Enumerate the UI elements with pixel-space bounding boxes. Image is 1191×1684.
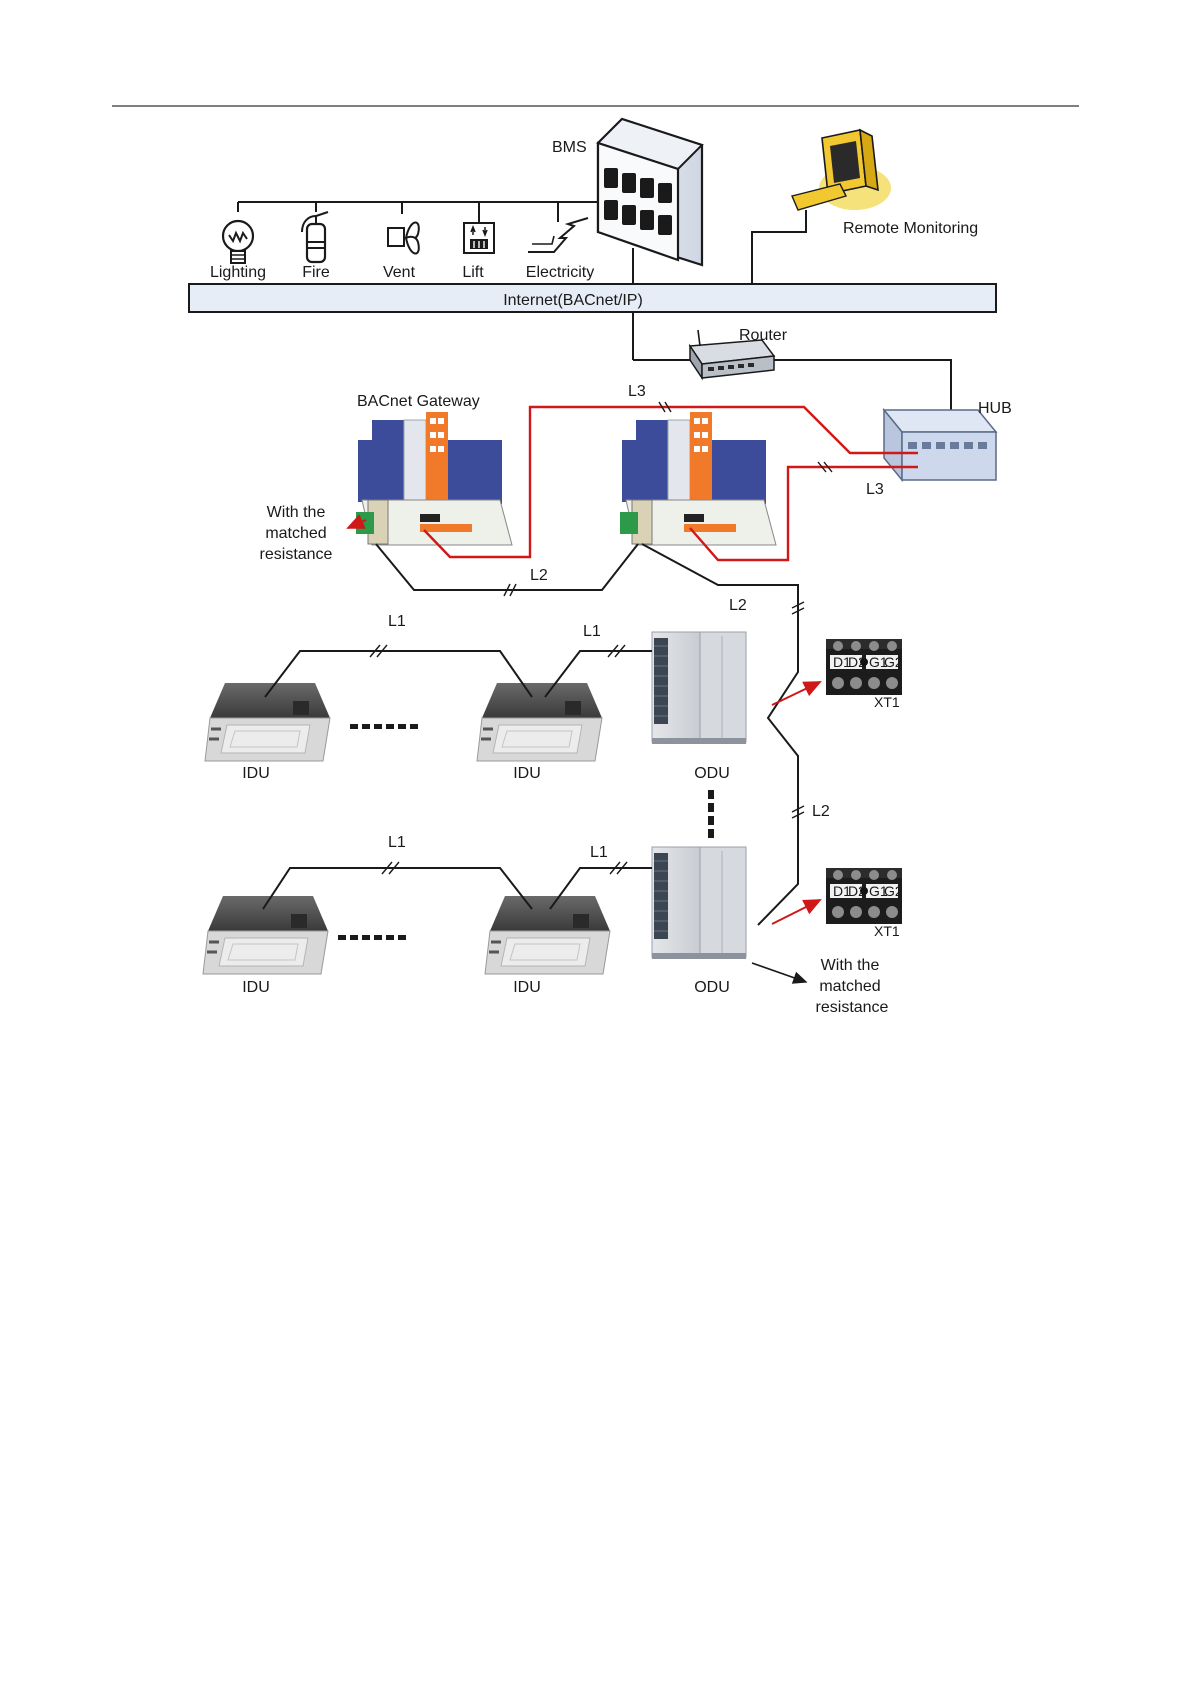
bms-label: BMS xyxy=(552,139,587,156)
odu-unit-row2 xyxy=(652,847,746,959)
idu-label-row2-left: IDU xyxy=(242,979,270,996)
odu-label-row1: ODU xyxy=(694,765,730,782)
odu-resistance-line2: matched xyxy=(819,978,880,995)
l2-label-gateways: L2 xyxy=(530,567,548,584)
xt1-label-row1: XT1 xyxy=(874,694,900,710)
subsystem-labels: Lighting Fire Vent Lift Electricity xyxy=(210,264,594,281)
remote-monitoring-link xyxy=(752,210,806,284)
router-hub-link xyxy=(633,360,951,410)
xt1-terminal-block-row1: D1 D2 G1 G2 xyxy=(826,639,903,695)
idu-unit-row2-right xyxy=(485,896,610,974)
idu-label-row2-right: IDU xyxy=(513,979,541,996)
fire-extinguisher-icon xyxy=(302,212,328,262)
odu-resistance-line3: resistance xyxy=(816,999,889,1016)
odu-resistance-line1: With the xyxy=(821,957,880,974)
xt1-terminal-block-row2: D1 D2 G1 G2 xyxy=(826,868,903,924)
l2-label-odu1: L2 xyxy=(729,597,747,614)
gateway-resistance-note: With the matched resistance xyxy=(260,504,333,563)
gateway-resistance-line1: With the xyxy=(267,504,326,521)
l3-label-top: L3 xyxy=(628,383,646,400)
subsystem-label-electricity: Electricity xyxy=(526,264,594,281)
lightbulb-icon xyxy=(223,221,253,263)
l2-bus-gateways xyxy=(376,544,638,590)
subsystem-label-vent: Vent xyxy=(383,264,416,281)
hub-label: HUB xyxy=(978,400,1012,417)
odu-unit-row1 xyxy=(652,632,746,744)
gateway-resistance-line2: matched xyxy=(265,525,326,542)
l3-label-right: L3 xyxy=(866,481,884,498)
xt1-row1-d2: D2 xyxy=(848,654,866,670)
odu-resistance-note: With the matched resistance xyxy=(816,957,889,1016)
lightning-icon xyxy=(528,218,588,252)
subsystem-label-lighting: Lighting xyxy=(210,264,266,281)
remote-monitoring-label: Remote Monitoring xyxy=(843,220,978,237)
subsystem-bus xyxy=(238,202,598,222)
xt1-label-row2: XT1 xyxy=(874,923,900,939)
internet-label: Internet(BACnet/IP) xyxy=(503,292,643,309)
xt1-row1-g2: G2 xyxy=(884,654,903,670)
xt1-arrow-row1 xyxy=(772,682,820,705)
router-label: Router xyxy=(739,327,788,344)
l2-label-odu2: L2 xyxy=(812,803,830,820)
subsystem-label-fire: Fire xyxy=(302,264,330,281)
gateway-resistance-line3: resistance xyxy=(260,546,333,563)
idu-unit-row1-right xyxy=(477,683,602,761)
xt1-row2-d2: D2 xyxy=(848,883,866,899)
elevator-icon xyxy=(464,223,494,253)
odu-label-row2: ODU xyxy=(694,979,730,996)
subsystem-label-lift: Lift xyxy=(462,264,484,281)
hub-icon xyxy=(884,410,996,480)
l1-label-row2-idu: L1 xyxy=(388,834,406,851)
l1-label-row2-odu: L1 xyxy=(590,844,608,861)
ellipsis-row2 xyxy=(338,935,406,940)
ellipsis-row1 xyxy=(350,724,418,729)
computer-icon xyxy=(792,130,891,210)
l1-label-row1-odu: L1 xyxy=(583,623,601,640)
fan-icon xyxy=(388,222,419,253)
bacnet-gateway-label: BACnet Gateway xyxy=(357,393,480,410)
odu-continuation-dots xyxy=(708,790,714,838)
bms-building-icon xyxy=(598,119,702,265)
xt1-row2-g2: G2 xyxy=(884,883,903,899)
idu-unit-row2-left xyxy=(203,896,328,974)
bacnet-gateway-left xyxy=(356,412,512,545)
idu-label-row1-right: IDU xyxy=(513,765,541,782)
l1-label-row1-idu: L1 xyxy=(388,613,406,630)
idu-label-row1-left: IDU xyxy=(242,765,270,782)
bacnet-gateway-right xyxy=(620,412,776,545)
odu-resistance-arrow xyxy=(752,963,806,982)
